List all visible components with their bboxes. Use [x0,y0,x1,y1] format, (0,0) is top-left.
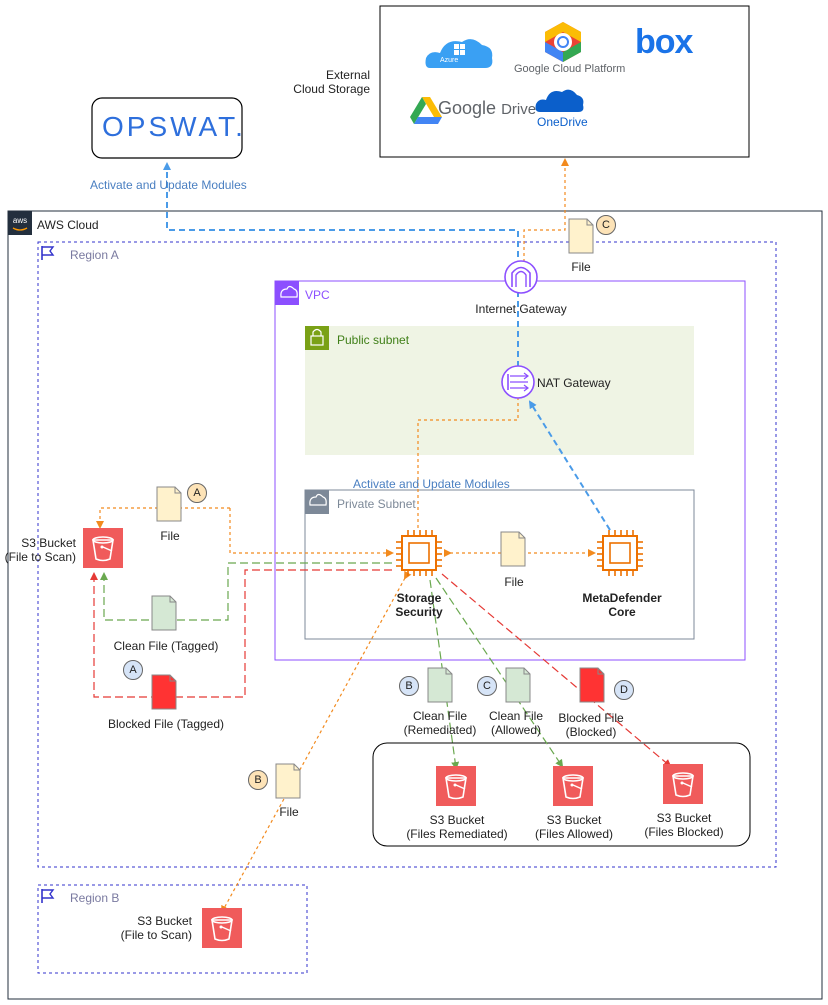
s3-scan-b-label: S3 Bucket (File to Scan) [120,914,192,942]
flow-storage-region-b [221,570,412,914]
private-subnet-group [304,489,695,640]
private-subnet-label: Private Subnet [337,497,416,511]
clean-remediated-label: Clean File (Remediated) [403,709,477,737]
opswat-logo: OPSWAT. [102,111,246,142]
vpc-label: VPC [305,288,330,302]
blocked-tagged-label: Blocked File (Tagged) [107,717,225,731]
external-storage-label: External Cloud Storage [293,68,370,96]
blocked-tagged-file-icon [151,674,177,710]
aws-cloud-group [7,210,823,1000]
metadefender-label: MetaDefender Core [582,591,662,619]
storage-security-label: Storage Security [395,591,443,619]
gcp-logo-text: Google Cloud Platform [514,63,626,75]
badge-b-left: B [248,770,268,790]
internet-gateway-icon [504,260,538,294]
badge-d: D [614,680,634,700]
file-a-icon [156,486,182,522]
azure-cloud-icon [425,39,493,68]
flow-blocked-tagged [90,569,392,698]
clean-tagged-label: Clean File (Tagged) [113,639,219,653]
file-b-icon [275,763,301,799]
onedrive-cloud-icon [535,89,584,112]
azure-label: Azure [440,57,459,64]
onedrive-logo-text: OneDrive [537,115,588,129]
nat-gateway-icon [501,365,535,399]
public-subnet-group [305,326,694,455]
google-drive-icon [410,97,442,124]
blocked-blocked-file-icon [579,667,605,703]
clean-allowed-file-icon [505,667,531,703]
aws-logo-text: aws [13,216,27,225]
s3-file-to-scan-b-icon [201,907,243,949]
flow-allowed [435,577,564,768]
blocked-blocked-label: Blocked File (Blocked) [558,711,624,739]
flow-igw-to-opswat [163,162,519,367]
region-a-group [37,241,777,868]
google-drive-logo-text: Google Drive [438,98,537,118]
activate-modules-mid-label: Activate and Update Modules [353,477,510,491]
flow-storage-to-nat [417,396,519,528]
flow-igw-to-external [523,158,569,262]
clean-tagged-file-icon [151,595,177,631]
file-mid-label: File [504,575,524,589]
gcp-hexagon-icon [545,22,581,62]
s3-allowed-label: S3 Bucket (Files Allowed) [534,813,614,841]
aws-cloud-label: AWS Cloud [37,218,99,232]
s3-scan-a-label: S3 Bucket (File to Scan) [4,536,76,564]
flow-clean-tagged [100,562,392,621]
badge-b-mid: B [399,676,419,696]
private-subnet-icon [305,490,329,514]
metadefender-chip-icon [596,529,644,577]
file-c-icon [568,218,594,254]
flow-blocked [441,573,672,768]
region-b-label: Region B [70,891,120,905]
aws-logo-icon [8,211,32,235]
region-a-label: Region A [70,248,119,262]
s3-files-allowed-icon [552,765,594,807]
clean-remediated-file-icon [427,667,453,703]
s3-files-remediated-icon [435,765,477,807]
opswat-box [91,97,243,159]
flow-file-a-to-s3 [96,507,230,529]
s3-file-to-scan-a-icon [82,527,124,569]
badge-c-mid: C [477,676,497,696]
file-a-label: File [160,529,180,543]
file-mid-icon [500,531,526,567]
storage-security-chip-icon [395,529,443,577]
file-c-label: File [571,260,591,274]
region-b-group [37,884,308,974]
badge-a-bottom: A [123,660,143,680]
flow-file-a-to-storage [229,508,394,557]
region-a-flag-icon [41,245,54,261]
s3-files-blocked-icon [662,763,704,805]
box-logo: box [635,23,693,61]
flow-remediated [429,579,460,770]
flow-metadefender-to-nat [528,400,611,531]
nat-gateway-label: NAT Gateway [537,376,611,390]
activate-modules-top-label: Activate and Update Modules [90,178,247,192]
s3-remediated-label: S3 Bucket (Files Remediated) [406,813,508,841]
s3-blocked-label: S3 Bucket (Files Blocked) [644,811,724,839]
clean-allowed-label: Clean File (Allowed) [488,709,544,737]
badge-c-top: C [596,215,616,235]
region-b-flag-icon [41,888,54,904]
internet-gateway-label: Internet Gateway [475,302,567,316]
vpc-icon [275,281,299,305]
badge-a-top: A [187,483,207,503]
file-b-label: File [279,805,299,819]
public-subnet-label: Public subnet [337,333,410,347]
